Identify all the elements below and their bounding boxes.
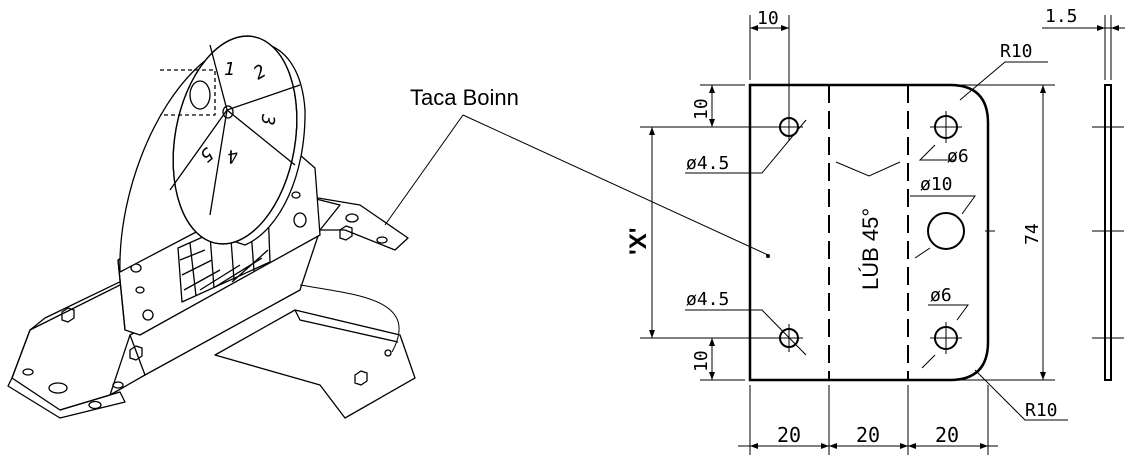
callout-label: Taca Boinn [410,85,519,110]
dim-bottom-2: 20 [856,423,880,447]
dim-bottom-1: 20 [777,423,801,447]
dim-hole-small-bottom: ø4.5 [686,289,729,310]
wheel-segment-1: 1 [224,59,235,80]
callout: Taca Boinn [384,85,770,258]
dim-height-total: 74 [1022,223,1043,245]
callout-leader-1 [384,114,464,226]
dim-bottom-3: 20 [935,423,959,447]
hole-right-bottom [930,322,962,354]
dim-thickness: 1.5 [1045,6,1078,27]
leader-hole-small-top [685,119,807,174]
wheel-segment-4: 4 [226,144,240,167]
plate-outline [748,83,990,382]
leader-hole-small-bottom [685,309,807,356]
hole-mid [927,212,965,250]
callout-leader-2 [462,114,769,256]
dim-left-bottom: 10 [691,350,712,372]
leader-radius-bottom [974,369,1068,421]
fold-angle-mark [835,161,901,177]
leader-hole-right-bottom [921,304,969,369]
dim-hole-right-bottom: ø6 [930,285,952,306]
leader-hole-mid [910,195,976,259]
wheel-numbers: 1 2 3 4 5 [195,59,278,167]
dim-x-label: 'X' [625,228,652,255]
dim-hole-mid: ø10 [920,174,953,195]
dim-radius-top: R10 [1000,41,1033,62]
loose-plate [214,284,416,419]
leader-radius-top [959,61,1048,101]
leader-hole-right-top [918,144,955,161]
isometric-assembly [7,35,416,419]
dim-radius-bottom: R10 [1025,400,1058,421]
wheel [119,35,306,273]
callout-dot [766,254,770,258]
dimension-labels: 10 1.5 R10 10 10 'X' ø4.5 ø4.5 ø6 ø10 ø6… [625,6,1078,447]
wheel-segment-3: 3 [256,113,278,127]
hole-right-top [930,111,962,143]
fold-label: LÚB 45° [858,208,883,290]
plate-side-view [1042,15,1125,381]
dim-left-top: 10 [691,98,712,120]
plate-front-view [640,15,1068,455]
dim-hole-right-top: ø6 [947,146,969,167]
dim-top-width: 10 [757,8,779,29]
dim-hole-small-top: ø4.5 [686,153,729,174]
